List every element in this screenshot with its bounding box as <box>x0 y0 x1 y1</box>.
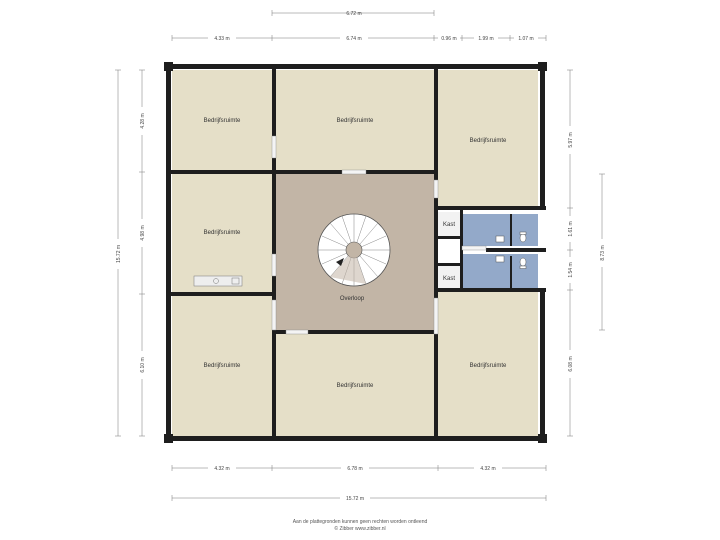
room-top-left-fill <box>172 70 272 170</box>
wall-h-mid-left <box>166 292 276 296</box>
wall-h-top-center-a <box>276 170 342 174</box>
dim-left-total: 15.72 m <box>116 245 122 263</box>
overloop-label: Overloop <box>340 296 365 302</box>
bathroom-fixtures <box>495 231 527 269</box>
outer-wall-top <box>166 64 546 69</box>
kast-bottom-fill <box>438 266 460 290</box>
dim-top-seg-2: 6.74 m <box>346 36 361 42</box>
footer-disclaimer: Aan de plattegronden kunnen geen rechten… <box>292 519 428 525</box>
wall-h-kast-top <box>434 236 462 239</box>
column-tl <box>164 62 173 71</box>
dim-bottom-total: 15.72 m <box>346 496 364 502</box>
room-mid-left-fill <box>172 174 272 292</box>
dim-right-seg-4: 6.08 m <box>568 356 574 371</box>
dim-bottom-seg-1: 4.32 m <box>214 466 229 472</box>
room-bottom-left-label: Bedrijfsruimte <box>204 363 241 369</box>
column-tr <box>538 62 547 71</box>
column-bl <box>164 434 173 443</box>
dim-right-seg-1: 5.97 m <box>568 132 574 147</box>
dim-right-total: 8.73 m <box>600 245 606 260</box>
top-dimensions: 6.72 m 4.33 m 6.74 m 0.96 m 1.99 m 1.07 … <box>171 10 547 42</box>
room-top-center-fill <box>276 70 434 170</box>
footer-copyright: © Zibber www.zibber.nl <box>334 526 386 532</box>
room-bottom-right-label: Bedrijfsruimte <box>470 363 507 369</box>
room-bottom-left-fill <box>172 296 272 436</box>
wall-v-bath-b <box>510 256 512 288</box>
dim-right-seg-3: 1.54 m <box>568 262 574 277</box>
sink-counter <box>193 275 243 287</box>
dim-bottom-seg-2: 6.78 m <box>347 466 362 472</box>
dim-left-seg-3: 6.10 m <box>140 357 146 372</box>
dim-top-seg-5: 1.07 m <box>518 36 533 42</box>
wall-v-left-lower <box>272 330 276 436</box>
column-br <box>538 434 547 443</box>
wall-v-left-mid <box>272 158 276 254</box>
kast-bottom-label: Kast <box>443 276 455 282</box>
kast-top-fill <box>438 212 460 236</box>
dim-right-seg-2: 1.61 m <box>568 221 574 236</box>
sink-icon <box>495 255 505 263</box>
room-bottom-right-fill <box>438 292 538 436</box>
wall-h-top-left <box>166 170 276 174</box>
left-dimensions: 15.72 m 4.28 m 4.98 m 6.10 m <box>115 69 146 437</box>
wall-v-kast <box>460 206 463 292</box>
dim-bottom-seg-3: 4.32 m <box>480 466 495 472</box>
dim-top-seg-1: 4.33 m <box>214 36 229 42</box>
wall-h-bath-mid <box>486 248 546 252</box>
wall-v-right-top <box>434 64 438 180</box>
room-top-right-label: Bedrijfsruimte <box>470 138 507 144</box>
dim-left-seg-1: 4.28 m <box>140 113 146 128</box>
window-marks <box>271 135 487 335</box>
dim-top-seg-3: 0.96 m <box>441 36 456 42</box>
wall-v-left-top <box>272 64 276 136</box>
room-bottom-center-fill <box>276 334 434 436</box>
room-mid-left-label: Bedrijfsruimte <box>204 230 241 236</box>
outer-wall-right-bottom <box>540 288 545 441</box>
wall-h-right-lower <box>434 288 546 292</box>
wall-h-bot-center-b <box>308 330 438 334</box>
outer-wall-left <box>166 64 171 441</box>
room-top-right-fill <box>438 70 538 206</box>
room-top-center-label: Bedrijfsruimte <box>337 118 374 124</box>
sink-icon <box>495 235 505 243</box>
toilet-icon <box>519 257 527 267</box>
dim-left-seg-2: 4.98 m <box>140 225 146 240</box>
bottom-dimensions: 4.32 m 6.78 m 4.32 m 15.72 m <box>171 465 547 502</box>
room-top-left-label: Bedrijfsruimte <box>204 118 241 124</box>
outer-wall-bottom <box>166 436 546 441</box>
wall-h-right-upper <box>434 206 546 210</box>
wall-v-left-bot <box>272 276 276 300</box>
dim-top-seg-4: 1.99 m <box>478 36 493 42</box>
outer-wall-right-top <box>540 64 545 208</box>
wall-v-bath <box>510 214 512 246</box>
right-dimensions: 5.97 m 1.61 m 1.54 m 6.08 m 8.73 m <box>567 69 606 437</box>
room-bottom-center-label: Bedrijfsruimte <box>337 383 374 389</box>
wall-v-right-mid <box>434 198 438 298</box>
dim-top-total: 6.72 m <box>346 11 361 17</box>
spiral-staircase <box>317 213 391 287</box>
wall-h-kast-bot <box>434 263 462 266</box>
wall-h-bot-center-a <box>276 330 286 334</box>
kast-top-label: Kast <box>443 222 455 228</box>
wall-v-right-bot <box>434 334 438 436</box>
toilet-icon <box>519 233 527 243</box>
wall-h-top-center-b <box>366 170 438 174</box>
